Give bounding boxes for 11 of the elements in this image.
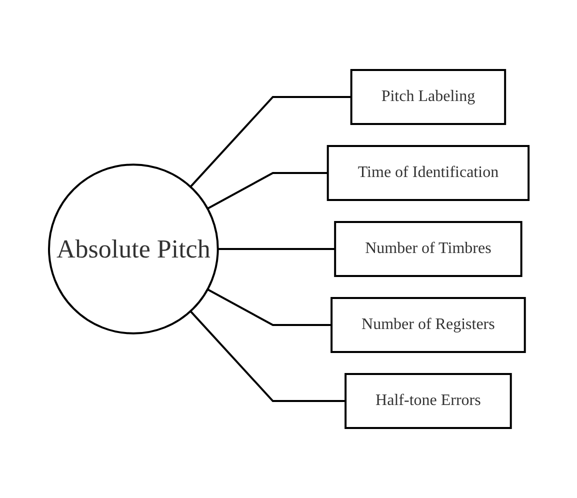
- node-box: Number of Timbres: [334, 221, 522, 277]
- node-box: Pitch Labeling: [350, 69, 506, 125]
- node-box: Number of Registers: [330, 297, 526, 353]
- connector: [206, 288, 332, 326]
- node-circle: Absolute Pitch: [48, 164, 219, 334]
- connector: [206, 172, 328, 210]
- connector: [218, 248, 335, 250]
- node-box: Half-tone Errors: [344, 373, 512, 429]
- node-box: Time of Identification: [326, 145, 530, 201]
- connector: [189, 310, 346, 402]
- connector: [189, 96, 352, 188]
